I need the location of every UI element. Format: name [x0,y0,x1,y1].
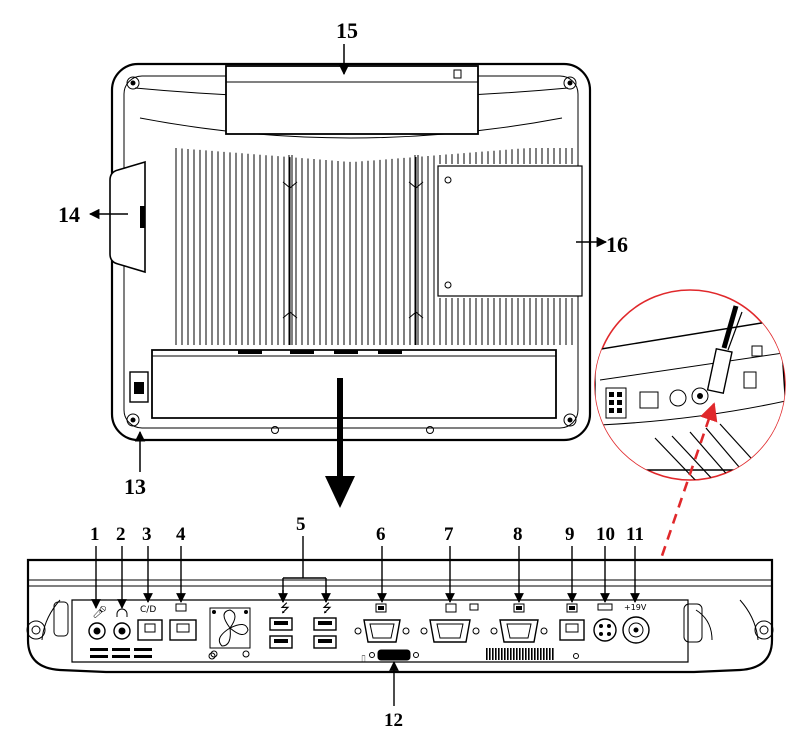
grille-slot [522,648,524,660]
com-port-1 [354,603,410,643]
lan-port [169,603,197,641]
fan-vent [209,607,251,658]
svg-text:4: 4 [176,524,186,545]
grille-slot [531,648,533,660]
corner-screws [126,76,577,427]
callout-9: 9 [565,524,577,603]
svg-text:15: 15 [336,18,358,43]
grille-slot [519,648,521,660]
grille-slot [513,648,515,660]
svg-text:7: 7 [444,524,454,545]
grille-slot [540,648,542,660]
grille-slot [504,648,506,660]
grille-slot [492,648,494,660]
grille-slot [543,648,545,660]
callout-14: 14 [58,202,128,227]
mount-brackets [282,155,424,345]
svg-text:1: 1 [90,524,100,545]
grille-slot [510,648,512,660]
grille-slot [507,648,509,660]
svg-text:9: 9 [565,524,575,545]
svg-text:5: 5 [296,514,306,535]
svg-text:14: 14 [58,202,80,227]
io-panel-bottom-view: 🎤︎ C/D [26,558,774,674]
callout-6: 6 [376,524,387,603]
zoom-power-plug [706,305,743,395]
callout-11: 11 [626,524,644,603]
callout-10: 10 [596,524,615,603]
left-vent [90,648,152,658]
svg-text:16: 16 [606,232,628,257]
svg-text:3: 3 [142,524,152,545]
grille-slot [546,648,548,660]
callout-5: 5 [278,514,331,603]
svg-text:⭍: ⭍ [280,601,290,615]
grille-slot [537,648,539,660]
grille-slot [528,648,530,660]
display-port: ⎍ [360,649,419,665]
bottom-callouts: 1 2 3 4 5 6 7 8 9 10 11 12 [90,514,644,731]
svg-text:13: 13 [124,474,146,499]
grille-slot [486,648,488,660]
grille-slot [549,648,551,660]
access-panel [437,165,583,297]
callout-1: 1 [90,524,101,609]
svg-text:⭍: ⭍ [322,601,332,615]
svg-text:C/D: C/D [140,605,156,615]
bottom-vent-grille [486,648,554,660]
callout-8: 8 [513,524,524,603]
grille-slot [498,648,500,660]
callout-4: 4 [176,524,186,603]
headphone-jack [113,608,131,640]
callout-7: 7 [444,524,455,603]
view-transition-arrow [325,378,355,508]
svg-text:⎍: ⎍ [360,654,367,665]
svg-text:11: 11 [626,524,644,545]
grille-slot [534,648,536,660]
com-port-2 [490,603,548,643]
svg-text:+19V: +19V [624,603,647,612]
svg-text:10: 10 [596,524,615,545]
io-cover [151,349,557,434]
grille-slot [495,648,497,660]
callout-15: 15 [336,18,358,76]
svg-text:12: 12 [384,710,403,731]
callout-16: 16 [576,232,628,257]
callout-2: 2 [116,524,127,609]
zoom-vent-lines [654,423,761,480]
com-rj-port [559,603,585,641]
svg-text:🎤︎: 🎤︎ [92,605,107,619]
svg-text:8: 8 [513,524,523,545]
dc-power-port: +19V [622,603,650,644]
vga-port [420,603,480,643]
usb-ports: ⭍ ⭍ [269,601,337,649]
grille-slot [525,648,527,660]
cash-drawer-port: C/D [137,605,163,641]
grille-slot [552,648,554,660]
grille-slot [501,648,503,660]
zoom-terminal-block [605,387,627,419]
grille-slot [516,648,518,660]
ps2-port [593,603,617,642]
svg-text:6: 6 [376,524,386,545]
monitor-rear-view [109,62,592,442]
callout-3: 3 [142,524,153,603]
lock-slot [129,371,149,403]
grille-slot [489,648,491,660]
callout-13: 13 [124,430,146,499]
zoom-detail-circle [594,289,786,481]
svg-text:2: 2 [116,524,126,545]
callout-12: 12 [384,661,403,731]
top-handle [225,65,479,135]
side-card-slot [109,160,146,274]
